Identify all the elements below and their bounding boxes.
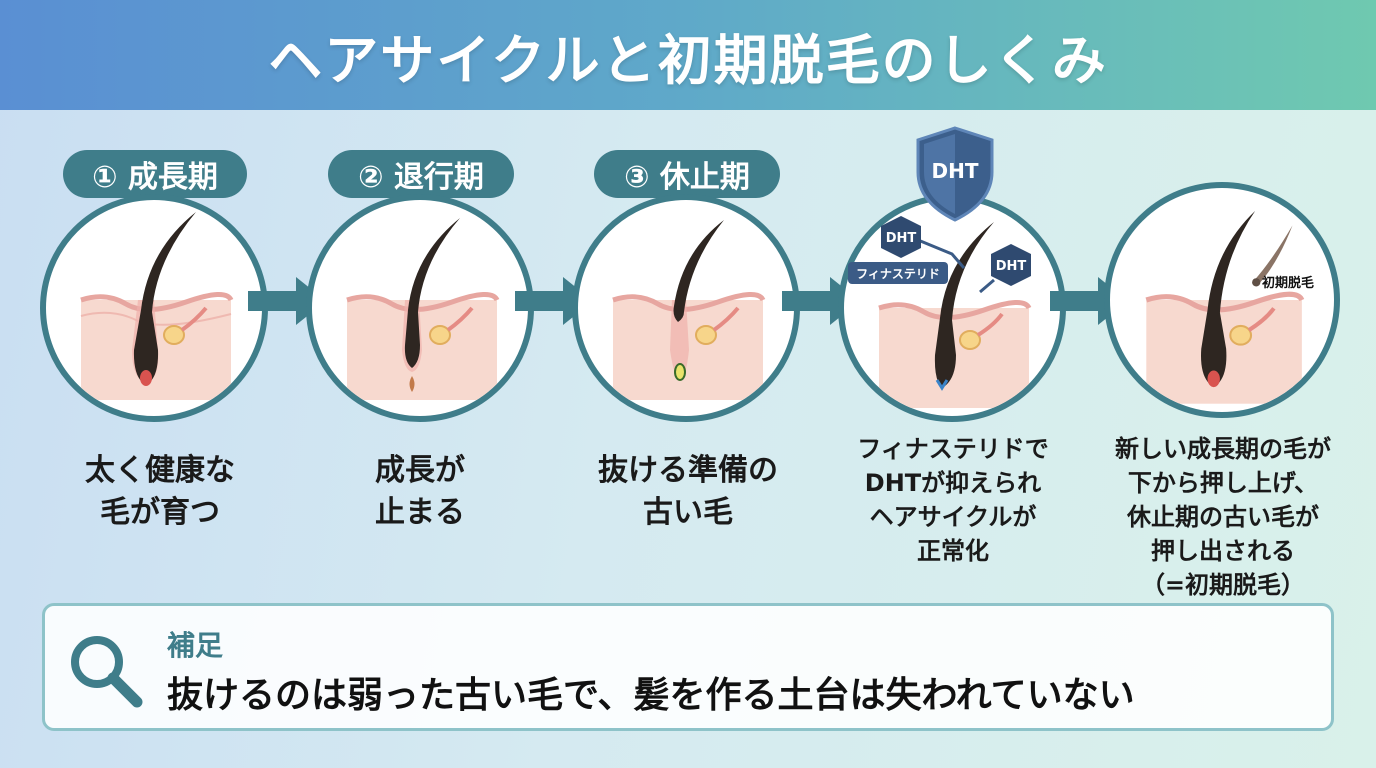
magnifier-icon: [71, 636, 143, 708]
stage-2-caption: 成長が 止まる: [375, 453, 465, 530]
stage-3-caption: 抜ける準備の 古い毛: [598, 453, 778, 530]
dht-shield-icon: DHT: [914, 126, 996, 222]
stage-2-badge: ② 退行期: [328, 150, 514, 198]
finasteride-blocking-dht-icon: [878, 222, 1032, 408]
stage-1-badge-label: ① 成長期: [92, 160, 218, 195]
stage-1-caption: 太く健康な 毛が育つ: [85, 453, 235, 530]
stage-1-badge: ① 成長期: [63, 150, 247, 198]
stage-3-illustration: [572, 194, 800, 422]
stage-1-illustration: [40, 194, 268, 422]
note-label: 補足: [167, 629, 224, 662]
stage-3-badge: ③ 休止期: [594, 150, 780, 198]
hair-follicle-regression-icon: [346, 218, 500, 400]
stage-2-illustration: [306, 194, 534, 422]
stage-5-illustration: 初期脱毛: [1104, 182, 1340, 418]
finasteride-label-tag: フィナステリド: [848, 262, 948, 284]
stage-3-badge-label: ③ 休止期: [624, 160, 750, 195]
new-hair-pushing-old-hair-icon: [1145, 210, 1305, 404]
hair-follicle-resting-icon: [612, 220, 766, 400]
stage-4-caption: フィナステリドで DHTが抑えられ ヘアサイクルが 正常化: [857, 435, 1049, 565]
supplement-note-box: 補足 抜けるのは弱った古い毛で、髪を作る土台は失われていない: [42, 603, 1334, 731]
early-shedding-hair-label: 初期脱毛: [1262, 276, 1315, 291]
title-banner: ヘアサイクルと初期脱毛のしくみ: [0, 0, 1376, 110]
dht-molecule-icon-1: DHT: [876, 214, 926, 260]
shield-label: DHT: [932, 159, 979, 183]
dht-molecule-label: DHT: [996, 259, 1027, 274]
stage-2-badge-label: ② 退行期: [358, 160, 484, 195]
dht-molecule-icon-2: DHT: [986, 242, 1036, 288]
stage-5-caption: 新しい成長期の毛が 下から押し上げ、 休止期の古い毛が 押し出される （=初期脱…: [1115, 435, 1331, 599]
note-text: 抜けるのは弱った古い毛で、髪を作る土台は失われていない: [167, 675, 1135, 716]
dht-molecule-label: DHT: [886, 231, 917, 246]
hair-follicle-growth-icon: [80, 212, 234, 400]
page-title: ヘアサイクルと初期脱毛のしくみ: [268, 28, 1108, 92]
stage-4-illustration: [838, 194, 1066, 422]
